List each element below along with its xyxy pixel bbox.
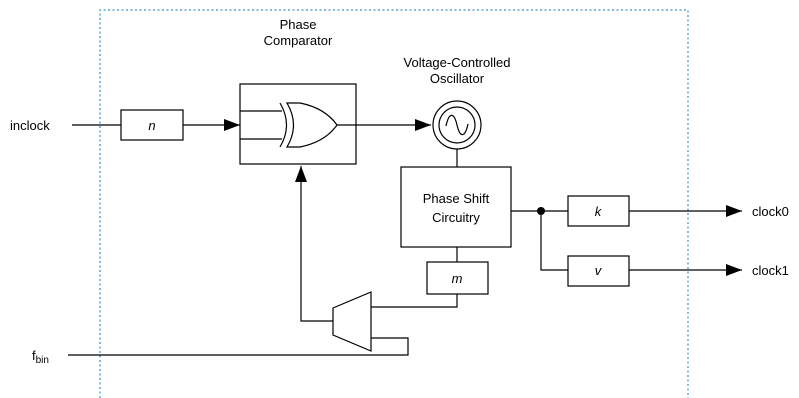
- xor-gate-icon: [240, 102, 338, 148]
- feedback-mux: [332, 291, 372, 352]
- vco-title-1: Voltage-Controlled: [404, 55, 511, 70]
- phase-shift-title-2: Circuitry: [432, 210, 480, 225]
- branch-to-v-wire: [540, 211, 568, 271]
- mux-to-comparator-wire: [295, 166, 333, 322]
- v-counter-label: v: [595, 263, 603, 278]
- clock0-label: clock0: [752, 204, 789, 219]
- vco-sine-icon: [432, 100, 482, 150]
- k-counter-label: k: [595, 204, 603, 219]
- fbin-wire: [68, 337, 409, 356]
- fbin-label: fbin: [32, 348, 49, 366]
- m-to-mux-wire: [371, 294, 458, 308]
- pll-boundary: [99, 9, 689, 398]
- k-counter-box: [567, 195, 630, 227]
- clock1-label: clock1: [752, 263, 789, 278]
- v-counter-box: [567, 255, 630, 287]
- phase-shift-title-1: Phase Shift: [423, 191, 490, 206]
- phase-comparator-title-2: Comparator: [264, 33, 333, 48]
- n-counter-label: n: [148, 118, 155, 133]
- phase-shift-box: [400, 166, 512, 248]
- phase-comparator-title-1: Phase: [280, 17, 317, 32]
- inclock-label: inclock: [10, 118, 50, 133]
- m-counter-label: m: [452, 271, 463, 286]
- phase-comparator-box: [239, 83, 357, 165]
- vco-title-2: Oscillator: [430, 71, 485, 86]
